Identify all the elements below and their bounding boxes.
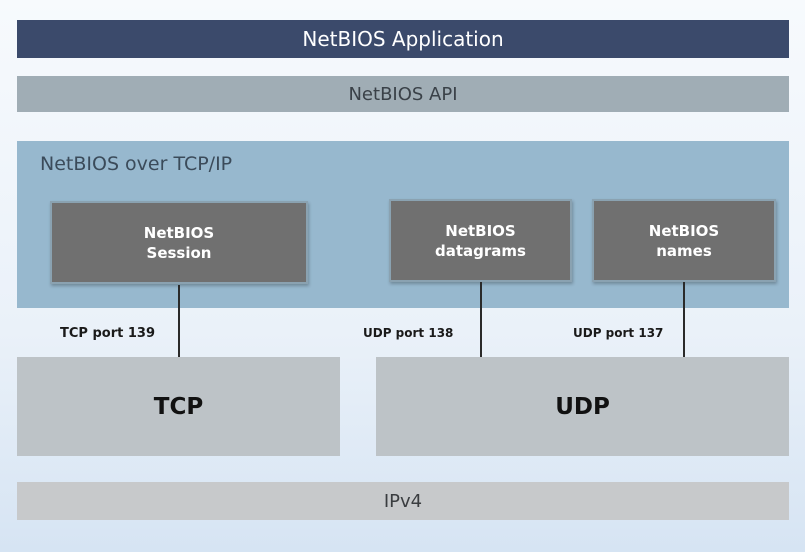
- netbios-api-layer: NetBIOS API: [17, 76, 789, 112]
- udp-transport-box: UDP: [376, 357, 789, 456]
- names-to-udp-connector: [683, 282, 685, 357]
- udp-port-137-label: UDP port 137: [573, 326, 664, 340]
- ipv4-network-layer: IPv4: [17, 482, 789, 520]
- netbios-session-box: NetBIOS Session: [50, 201, 308, 284]
- session-to-tcp-connector: [178, 285, 180, 357]
- netbios-over-tcpip-title: NetBIOS over TCP/IP: [40, 153, 233, 175]
- netbios-application-layer: NetBIOS Application: [17, 20, 789, 58]
- datagrams-to-udp-connector: [480, 282, 482, 357]
- tcp-transport-box: TCP: [17, 357, 340, 456]
- netbios-over-tcpip-region: NetBIOS over TCP/IP NetBIOS Session NetB…: [17, 141, 789, 308]
- udp-port-138-label: UDP port 138: [363, 326, 454, 340]
- tcp-port-139-label: TCP port 139: [60, 326, 155, 341]
- netbios-names-box: NetBIOS names: [592, 199, 776, 282]
- netbios-datagrams-box: NetBIOS datagrams: [389, 199, 572, 282]
